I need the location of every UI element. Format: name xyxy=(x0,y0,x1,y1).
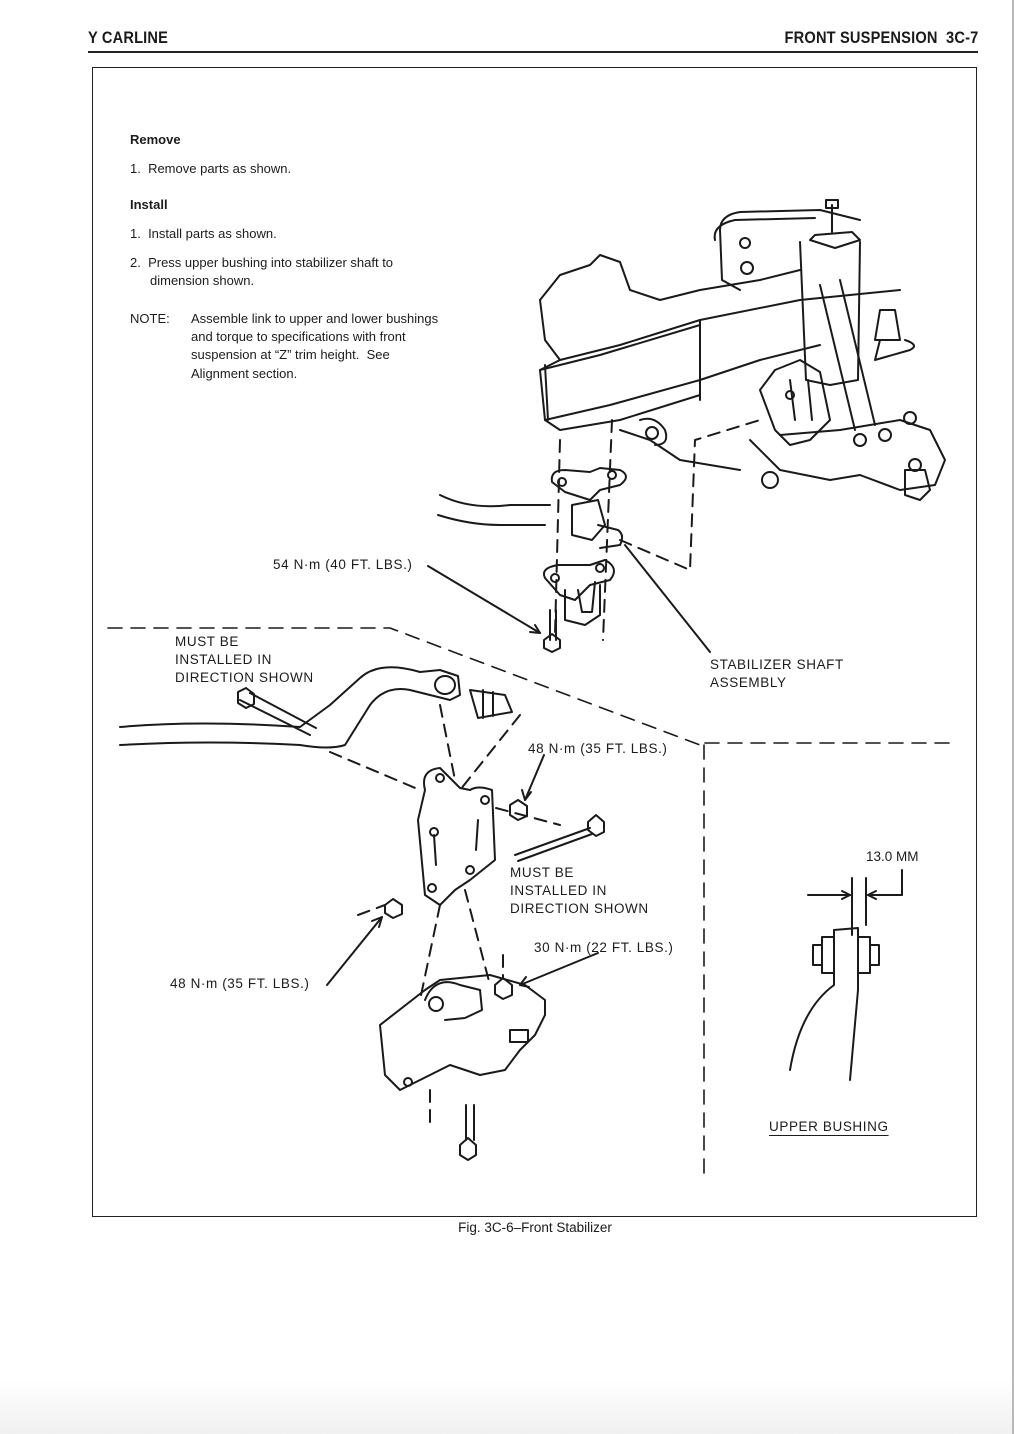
frame-rail-drawing xyxy=(539,209,901,431)
install-step-2-cont: dimension shown. xyxy=(150,273,255,288)
direction-note-right-line: MUST BE xyxy=(510,865,574,880)
control-arm-drawing xyxy=(619,359,946,501)
direction-note-left-line: DIRECTION SHOWN xyxy=(175,670,314,685)
torque-callout-48-upper: 48 N·m (35 FT. LBS.) xyxy=(528,741,668,756)
note-line: suspension at “Z” trim height. See xyxy=(191,347,390,362)
header-carline: Y CARLINE xyxy=(88,28,169,47)
upper-clamp-drawing xyxy=(437,467,627,653)
page-edge xyxy=(1012,0,1014,1434)
upper-leaders xyxy=(427,544,711,653)
lower-leaders xyxy=(326,754,599,988)
dimension-label: 13.0 MM xyxy=(866,849,919,864)
torque-callout-30: 30 N·m (22 FT. LBS.) xyxy=(534,940,674,955)
direction-note-right-line: DIRECTION SHOWN xyxy=(510,901,649,916)
torque-callout-48-lower: 48 N·m (35 FT. LBS.) xyxy=(170,976,310,991)
torque-callout-54: 54 N·m (40 FT. LBS.) xyxy=(273,557,413,572)
install-step-1: 1. Install parts as shown. xyxy=(130,226,277,241)
remove-heading: Remove xyxy=(130,132,181,147)
stabilizer-shaft-label: ASSEMBLY xyxy=(710,675,787,690)
header-section: FRONT SUSPENSION 3C-7 xyxy=(784,28,978,47)
stabilizer-shaft-label: STABILIZER SHAFT xyxy=(710,657,844,672)
figure-frame xyxy=(92,67,977,1217)
install-step-2: 2. Press upper bushing into stabilizer s… xyxy=(130,255,394,270)
strut-drawing xyxy=(799,199,915,431)
header-rule xyxy=(88,51,978,53)
direction-note-left-line: MUST BE xyxy=(175,634,239,649)
remove-step: 1. Remove parts as shown. xyxy=(130,161,292,176)
link-bracket-drawing xyxy=(384,767,605,919)
upper-bushing-drawing xyxy=(789,869,903,1081)
direction-note-right-line: INSTALLED IN xyxy=(510,883,607,898)
section-separators xyxy=(107,627,956,1181)
upper-dashed-guides xyxy=(554,419,761,641)
lower-dashed-guides xyxy=(329,704,561,1126)
install-heading: Install xyxy=(130,197,168,212)
note-line: and torque to specifications with front xyxy=(191,329,406,344)
lower-bracket-drawing xyxy=(379,974,546,1161)
note-line: Alignment section. xyxy=(191,366,298,381)
note-line: Assemble link to upper and lower bushing… xyxy=(191,311,439,326)
stabilizer-bar-drawing xyxy=(119,666,513,749)
upper-bushing-label: UPPER BUSHING xyxy=(769,1119,889,1134)
figure-caption: Fig. 3C-6–Front Stabilizer xyxy=(458,1220,612,1235)
note-label: NOTE: xyxy=(130,311,170,326)
direction-note-left-line: INSTALLED IN xyxy=(175,652,272,667)
